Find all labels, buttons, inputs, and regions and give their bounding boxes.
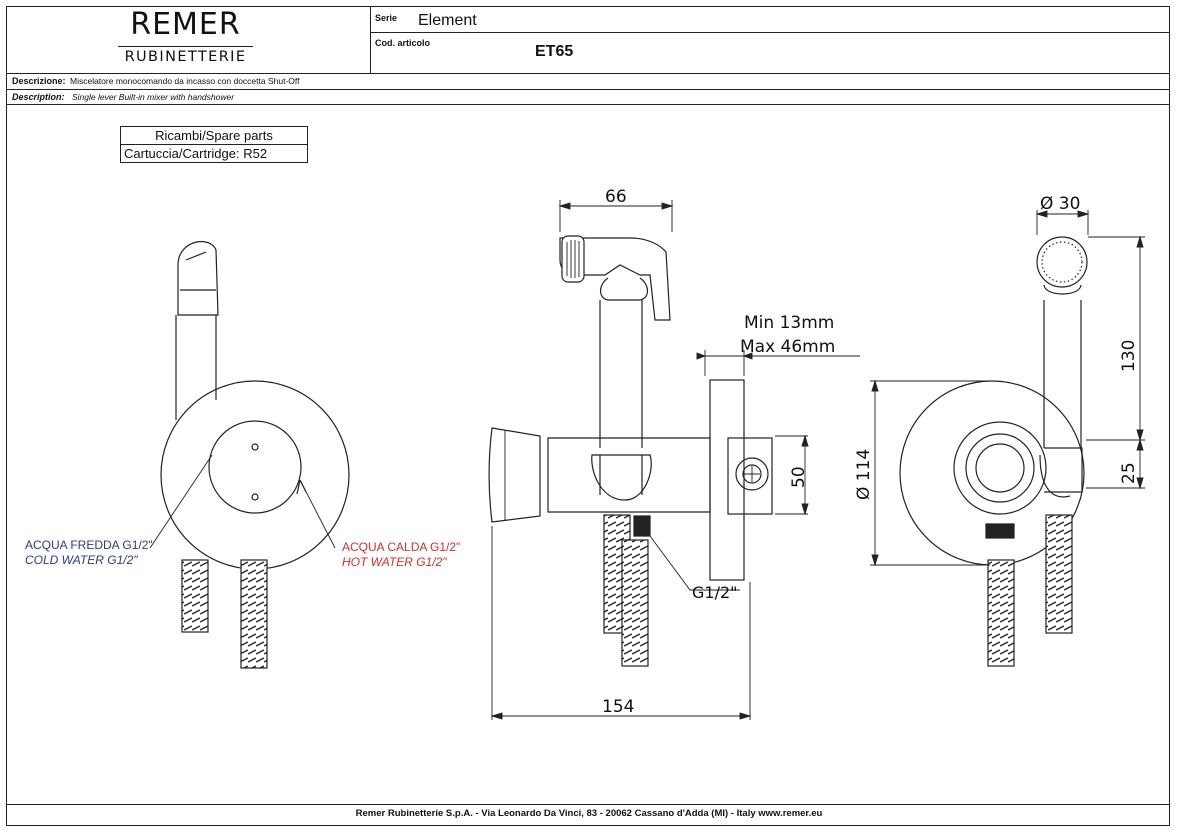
spare-parts-title: Ricambi/Spare parts [121, 127, 307, 145]
side-dimensions [490, 200, 860, 720]
serie-label: Serie [375, 13, 398, 23]
rear-view [899, 236, 1088, 667]
description-label: Description: [12, 92, 65, 102]
rear-shower-body [1043, 300, 1082, 448]
side-wall-plate [709, 379, 745, 581]
dim-offset: 25 [1119, 462, 1139, 484]
serie-divider [370, 32, 1170, 33]
brand-divider [370, 6, 371, 73]
drawing-frame [6, 6, 1170, 826]
dim-hand-height: 130 [1119, 340, 1139, 372]
cold-water-en: COLD WATER G1/2" [25, 553, 138, 567]
thread-label: G1/2" [692, 583, 738, 602]
front-shower-holder [177, 241, 219, 316]
brand-logo: REMER RUBINETTERIE [118, 8, 253, 65]
code-label: Cod. articolo [375, 38, 431, 48]
rear-valve-ring [953, 421, 1047, 515]
front-cover-plate [160, 380, 350, 570]
code-value: ET65 [535, 43, 574, 60]
front-view [149, 241, 350, 669]
dim-min: Min 13mm [744, 313, 834, 333]
rear-handshower-head [1036, 236, 1088, 288]
dim-diameter-plate: Ø 114 [854, 449, 874, 500]
dim-width-top: 66 [605, 187, 627, 207]
description-value: Single lever Built-in mixer with handsho… [72, 92, 235, 102]
dim-max: Max 46mm [740, 337, 835, 357]
rear-dimensions [870, 210, 1145, 567]
dim-body-height: 50 [789, 466, 809, 488]
header-divider [6, 73, 1170, 74]
side-view [488, 235, 773, 667]
side-mixer-body [547, 437, 711, 513]
side-shower-body [599, 300, 643, 448]
description-en-divider [6, 104, 1170, 105]
side-lever [488, 427, 541, 523]
front-lever-disc [208, 420, 302, 514]
serie-value: Element [418, 12, 477, 29]
descrizione-label: Descrizione: [12, 76, 66, 86]
footer-address: Remer Rubinetterie S.p.A. - Via Leonardo… [355, 808, 823, 819]
descrizione-value: Miscelatore monocomando da incasso con d… [70, 76, 300, 86]
spare-parts-cartridge: Cartuccia/Cartridge: R52 [124, 146, 268, 161]
dim-total-length: 154 [602, 697, 634, 717]
brand-name: REMER [130, 7, 241, 42]
hot-water-it: ACQUA CALDA G1/2" [342, 540, 461, 554]
footer-divider [6, 804, 1170, 805]
cold-water-it: ACQUA FREDDA G1/2" [25, 538, 153, 552]
brand-sub: RUBINETTERIE [118, 46, 253, 65]
spare-parts-box: Ricambi/Spare parts Cartuccia/Cartridge:… [120, 126, 308, 163]
dim-diameter-head: Ø 30 [1040, 194, 1080, 214]
description-divider [6, 89, 1170, 90]
hot-water-en: HOT WATER G1/2" [342, 555, 447, 569]
